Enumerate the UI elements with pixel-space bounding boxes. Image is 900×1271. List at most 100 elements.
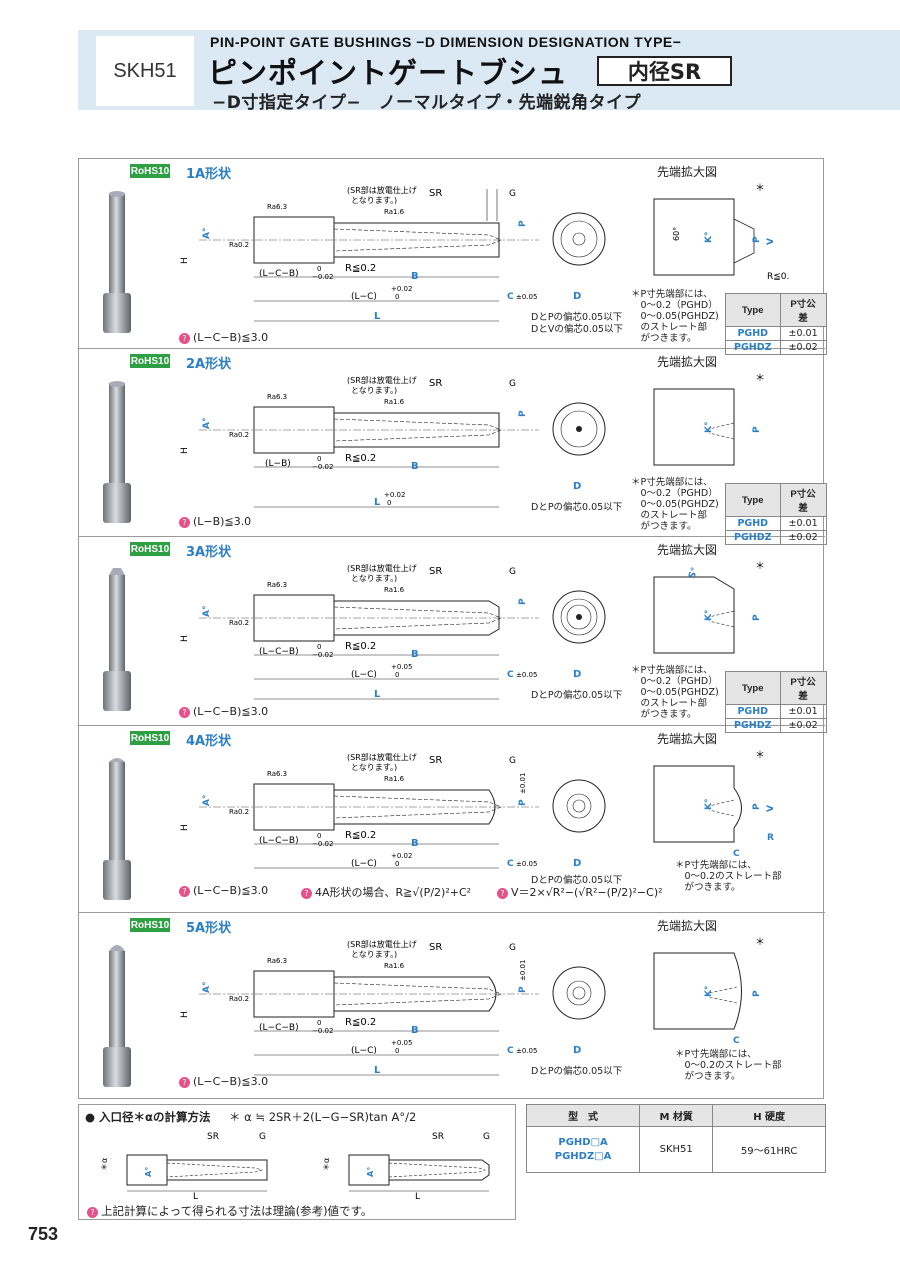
tip-detail-drawing: K° P C ＊ xyxy=(653,937,765,1045)
product-photo-pin xyxy=(103,191,131,333)
constraint-note: ?(L−C−B)≦3.0 xyxy=(179,331,268,344)
svg-text:K°: K° xyxy=(704,232,714,243)
svg-text:C: C xyxy=(507,292,514,302)
svg-text:R≦0.2: R≦0.2 xyxy=(767,272,789,282)
tip-detail-drawing: K° P V R C ＊ xyxy=(653,750,776,858)
tip-detail-drawing: 60° K° P V ＊ R≦0.2 xyxy=(653,183,789,282)
svg-text:P: P xyxy=(752,236,762,243)
svg-text:SR: SR xyxy=(429,755,442,766)
material-label: SKH51 xyxy=(96,36,194,106)
svg-text:(L−C−B): (L−C−B) xyxy=(259,1023,299,1033)
svg-text:Ra6.3: Ra6.3 xyxy=(267,581,287,589)
svg-text:0: 0 xyxy=(317,455,321,463)
svg-text:R≦0.2: R≦0.2 xyxy=(345,453,376,464)
svg-text:Ra0.2: Ra0.2 xyxy=(229,241,249,249)
rohs-badge: RoHS10 xyxy=(130,918,170,932)
tip-detail-drawing: K° P ＊ xyxy=(653,373,765,466)
svg-text:+0.02: +0.02 xyxy=(391,852,412,860)
svg-text:G: G xyxy=(509,756,516,766)
svg-text:＊α: ＊α xyxy=(322,1158,331,1171)
section-1a: RoHS10 1A形状 (SR部は放電仕上げ となります。) SR G Ra6.… xyxy=(79,159,827,355)
japanese-title: ピンポイントゲートブシュ xyxy=(208,56,569,90)
svg-text:R: R xyxy=(767,833,774,843)
shape-title: 5A形状 xyxy=(186,921,232,936)
p-tolerance-note: ＊P寸先端部には、 0〜0.2のストレート部 がつきます。 xyxy=(675,1049,782,1082)
svg-text:±0.05: ±0.05 xyxy=(516,860,537,868)
column-type: 型 式 xyxy=(525,1104,641,1127)
technical-drawing: (SR部は放電仕上げ となります。) SR G Ra6.3 Ra1.6 Ra0.… xyxy=(180,375,606,508)
svg-text:＊: ＊ xyxy=(755,750,765,761)
svg-text:−0.02: −0.02 xyxy=(312,1027,333,1035)
svg-text:R≦0.2: R≦0.2 xyxy=(345,830,376,841)
svg-text:K°: K° xyxy=(704,799,714,810)
svg-text:A°: A° xyxy=(202,228,212,239)
svg-text:SR: SR xyxy=(432,1132,444,1142)
svg-text:Ra6.3: Ra6.3 xyxy=(267,957,287,965)
svg-text:P: P xyxy=(752,803,762,810)
svg-text:となります。): となります。) xyxy=(351,763,397,772)
svg-text:D: D xyxy=(573,669,581,680)
svg-text:V: V xyxy=(766,238,776,245)
svg-text:R≦0.2: R≦0.2 xyxy=(345,263,376,274)
product-photo-pin xyxy=(103,381,131,523)
svg-text:60°: 60° xyxy=(672,227,681,241)
svg-text:±0.05: ±0.05 xyxy=(516,293,537,301)
svg-text:±0.05: ±0.05 xyxy=(516,671,537,679)
hardness-cell: 59〜61HRC xyxy=(712,1126,826,1173)
svg-text:P: P xyxy=(518,986,528,993)
svg-text:SR: SR xyxy=(429,566,442,577)
radius-formula-note: ?4A形状の場合、R≧√(P/2)²+C² xyxy=(301,884,471,900)
detail-label: 先端拡大図 xyxy=(657,919,718,933)
svg-text:SR: SR xyxy=(429,188,442,199)
svg-text:(L−B): (L−B) xyxy=(265,459,291,469)
svg-text:B: B xyxy=(411,649,419,660)
svg-text:(L−C): (L−C) xyxy=(351,1046,377,1056)
detail-label: 先端拡大図 xyxy=(657,543,718,557)
svg-text:±0.05: ±0.05 xyxy=(516,1047,537,1055)
rohs-badge: RoHS10 xyxy=(130,731,170,745)
svg-text:V: V xyxy=(766,805,776,812)
svg-text:(L−C−B): (L−C−B) xyxy=(259,269,299,279)
svg-text:R≦0.2: R≦0.2 xyxy=(345,641,376,652)
svg-text:となります。): となります。) xyxy=(351,196,397,205)
svg-text:Ra1.6: Ra1.6 xyxy=(384,208,405,216)
calc-formula: ＊ α ≒ 2SR＋2(L−G−SR)tan A°/2 xyxy=(229,1110,417,1124)
svg-text:SR: SR xyxy=(207,1132,219,1142)
rohs-badge: RoHS10 xyxy=(130,164,170,178)
svg-text:P: P xyxy=(752,990,762,997)
svg-text:−0.02: −0.02 xyxy=(312,651,333,659)
column-material: M 材質 xyxy=(639,1104,714,1127)
svg-text:(L−C−B): (L−C−B) xyxy=(259,836,299,846)
svg-text:Ra0.2: Ra0.2 xyxy=(229,619,249,627)
column-hardness: H 硬度 xyxy=(712,1104,826,1127)
svg-text:SR: SR xyxy=(429,942,442,953)
svg-text:A°: A° xyxy=(202,418,212,429)
svg-text:となります。): となります。) xyxy=(351,574,397,583)
svg-text:C: C xyxy=(733,849,740,858)
svg-text:(SR部は放電仕上げ: (SR部は放電仕上げ xyxy=(347,375,417,385)
svg-text:D: D xyxy=(573,481,581,492)
svg-text:Ra1.6: Ra1.6 xyxy=(384,398,405,406)
svg-text:Ra0.2: Ra0.2 xyxy=(229,995,249,1003)
svg-text:−0.02: −0.02 xyxy=(312,840,333,848)
svg-text:Ra0.2: Ra0.2 xyxy=(229,808,249,816)
svg-text:(SR部は放電仕上げ: (SR部は放電仕上げ xyxy=(347,563,417,573)
product-photo-pin xyxy=(103,758,131,900)
svg-text:(L−C): (L−C) xyxy=(351,670,377,680)
svg-text:Ra1.6: Ra1.6 xyxy=(384,586,405,594)
english-title: PIN-POINT GATE BUSHINGS −D DIMENSION DES… xyxy=(210,34,682,50)
shape-title: 1A形状 xyxy=(186,167,232,182)
constraint-note: ?(L−C−B)≦3.0 xyxy=(179,705,268,718)
svg-text:−0.02: −0.02 xyxy=(312,463,333,471)
svg-text:H: H xyxy=(180,257,190,264)
svg-text:±0.01: ±0.01 xyxy=(519,960,527,981)
center-note: DとPの偏芯0.05以下 xyxy=(531,312,623,323)
section-4a: RoHS10 4A形状 (SR部は放電仕上げ となります。) SR G Ra6.… xyxy=(79,726,825,913)
svg-text:0: 0 xyxy=(395,1047,399,1055)
svg-text:R≦0.2: R≦0.2 xyxy=(345,1017,376,1028)
